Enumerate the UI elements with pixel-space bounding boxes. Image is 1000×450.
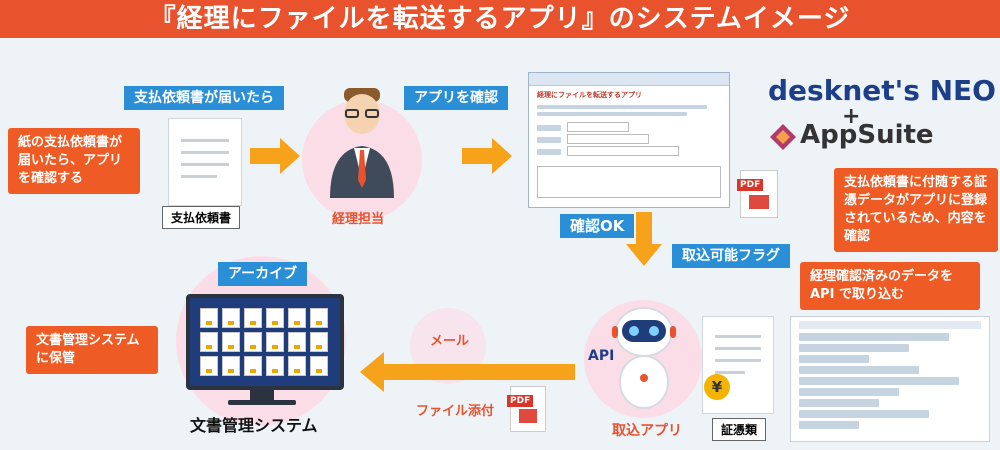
tag-confirm-ok: 確認OK <box>560 214 635 238</box>
monitor-base <box>228 400 296 405</box>
pdf-badge: PDF <box>737 179 764 191</box>
monitor-stand <box>250 390 274 400</box>
tag-check-app: アプリを確認 <box>404 86 508 110</box>
label-accountant: 経理担当 <box>332 212 385 227</box>
page-title: 『経理にファイルを転送するアプリ』のシステムイメージ <box>0 0 1000 38</box>
attachment-pdf-badge: PDF <box>507 395 534 407</box>
callout-archive: 文書管理システムに保管 <box>26 326 158 374</box>
app-window-titlebar <box>529 73 729 86</box>
flow-arrow-2 <box>462 138 512 174</box>
label-file-attach: ファイル添付 <box>416 404 495 419</box>
tag-import-flag: 取込可能フラグ <box>672 244 790 268</box>
flow-arrow-1 <box>250 138 300 174</box>
callout-api-fetch: 経理確認済みのデータをAPI で取り込む <box>800 262 980 310</box>
app-window: 経理にファイルを転送するアプリ <box>528 72 730 208</box>
logo-appsuite: AppSuite <box>800 120 934 150</box>
payment-request-document <box>168 118 242 206</box>
tag-archive: アーカイブ <box>218 262 308 286</box>
callout-paper-receipt: 紙の支払依頼書が届いたら、アプリを確認する <box>8 128 140 194</box>
label-import-app: 取込アプリ <box>612 423 682 439</box>
yen-coin-icon: ¥ <box>704 374 730 400</box>
tag-received: 支払依頼書が届いたら <box>124 86 284 110</box>
logo-desknets-neo: desknet's NEO <box>768 74 996 107</box>
label-api: API <box>588 348 615 364</box>
attachment-pdf-icon: PDF <box>507 386 546 432</box>
label-payment-request: 支払依頼書 <box>162 206 241 229</box>
callout-attached-data: 支払依頼書に付随する証憑データがアプリに登録されているため、内容を確認 <box>834 168 998 252</box>
app-window-heading: 経理にファイルを転送するアプリ <box>537 91 642 99</box>
pdf-file-icon: PDF <box>737 170 778 218</box>
monitor-screen <box>186 294 344 390</box>
flow-arrow-down <box>626 212 662 266</box>
label-mail: メール <box>430 334 470 349</box>
robot-icon <box>612 307 676 409</box>
accountant-icon <box>330 88 394 198</box>
code-editor-panel <box>790 316 990 442</box>
appsuite-logo-icon <box>770 124 796 150</box>
brand-plus: + <box>842 104 861 129</box>
flow-arrow-left <box>360 352 575 392</box>
label-doc-system: 文書管理システム <box>190 416 318 435</box>
label-vouchers: 証憑類 <box>712 418 767 441</box>
